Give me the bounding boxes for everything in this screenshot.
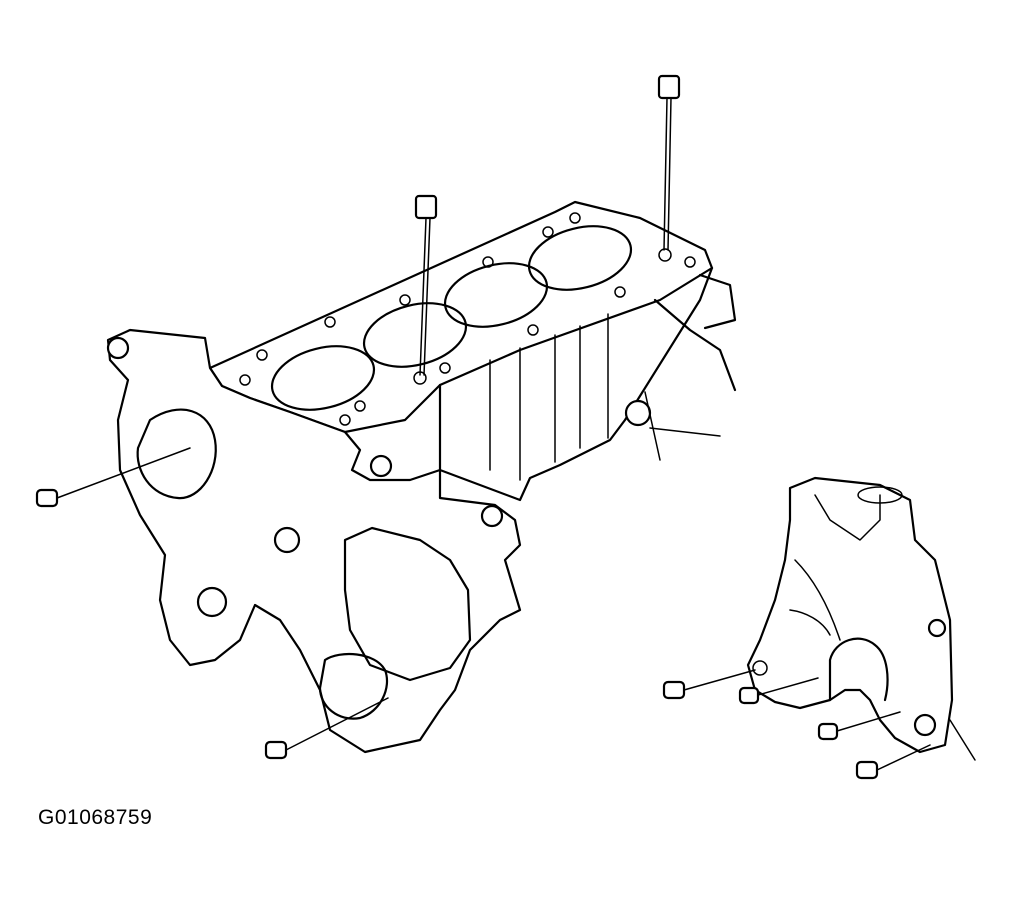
- bolt-right-3: [817, 711, 901, 741]
- bolt-right-1: [662, 669, 756, 700]
- engine-block: [106, 200, 737, 754]
- head-gasket: [208, 200, 714, 434]
- front-cover-opening: [136, 408, 217, 500]
- rear-end-plate: [746, 476, 976, 761]
- block-front-face: [106, 328, 522, 754]
- figure-id-label: G01068759: [38, 806, 153, 829]
- deck-holes: [239, 212, 696, 426]
- bolt-upper-left: [35, 447, 191, 508]
- cylinder-bore-1: [270, 345, 376, 411]
- front-cover-pocket: [343, 526, 472, 682]
- bolt-right-2: [738, 677, 819, 705]
- dowel-pin-right: [657, 74, 681, 251]
- cylinder-bore-3: [443, 262, 549, 328]
- cylinder-bore-2: [362, 302, 468, 368]
- cylinder-bore-4: [527, 225, 633, 291]
- bolt-lower-left: [264, 697, 389, 760]
- bolt-right-4: [855, 744, 931, 780]
- block-side-wall: [438, 266, 714, 502]
- dowel-pin-left: [414, 194, 438, 376]
